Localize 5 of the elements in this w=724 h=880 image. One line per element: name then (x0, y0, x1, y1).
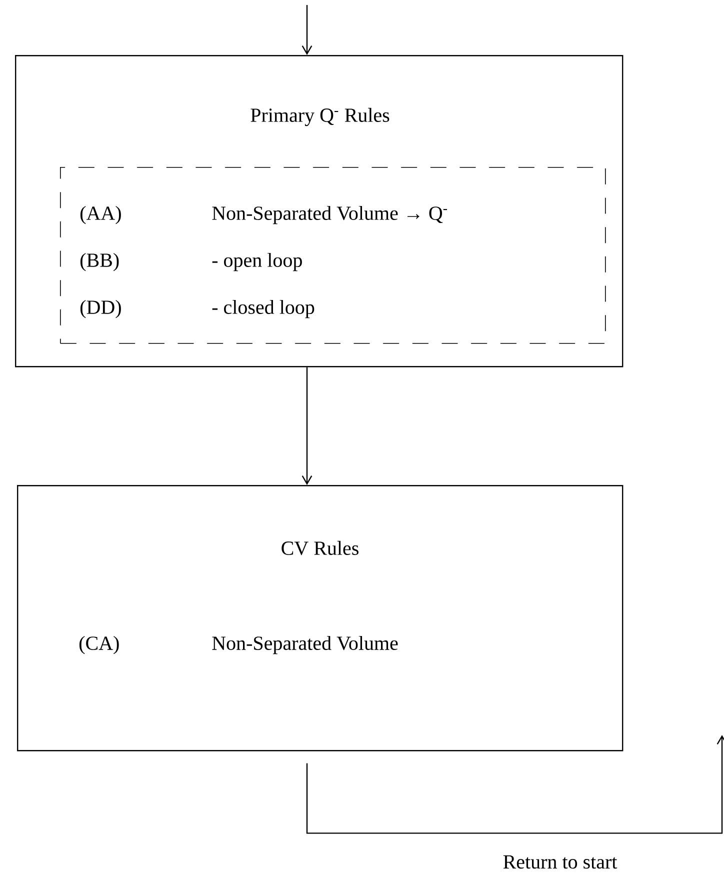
arrow (302, 367, 312, 485)
edge-label: Return to start (501, 854, 619, 870)
arrow (306, 735, 724, 834)
arrow (302, 5, 312, 55)
dashed-group-box: (AA) Non-Separated Volume → Q$^{-}$ (BB) - open loop (DD) - closed loop (60, 167, 606, 344)
